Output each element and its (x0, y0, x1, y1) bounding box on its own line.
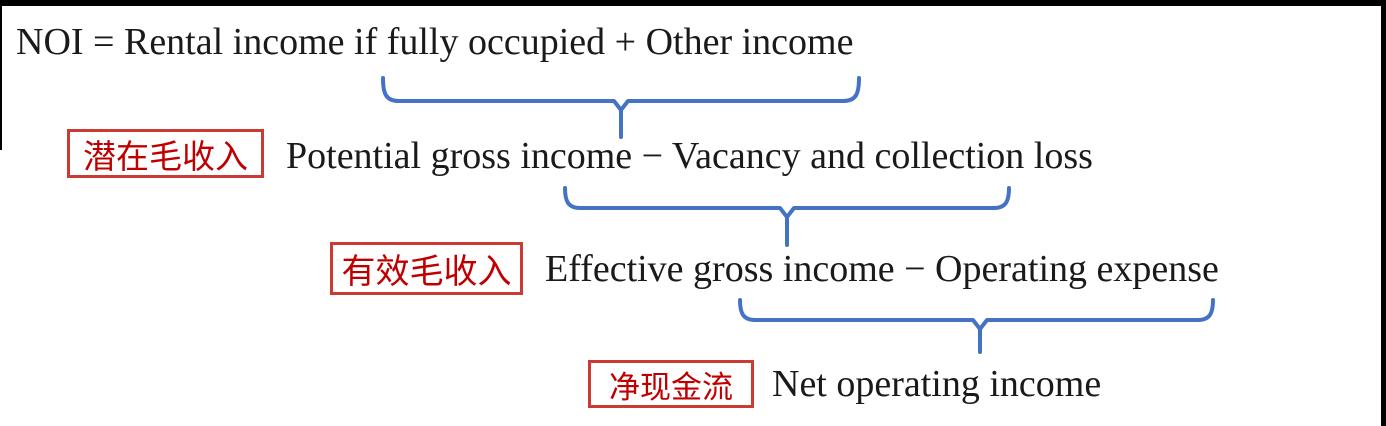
frame-border-right (1381, 0, 1386, 426)
annotation-box-net-cash-flow: 净现金流 (588, 360, 754, 408)
potential-gross-income-line: Potential gross income − Vacancy and col… (286, 135, 1093, 177)
effective-gross-income-line: Effective gross income − Operating expen… (545, 248, 1219, 290)
annotation-box-effective-gross-income: 有效毛收入 (330, 242, 523, 295)
frame-border-left (0, 0, 2, 150)
annotation-label-cn: 有效毛收入 (341, 253, 512, 291)
annotation-label-cn: 潜在毛收入 (83, 137, 248, 175)
annotation-label-cn: 净现金流 (609, 369, 733, 405)
frame-border-top (0, 0, 1386, 6)
net-operating-income-line: Net operating income (772, 363, 1102, 405)
underbrace-potential-gross-income (381, 76, 861, 139)
underbrace-effective-gross-income (563, 186, 1011, 247)
noi-equation-line: NOI = Rental income if fully occupied + … (16, 21, 854, 63)
underbrace-net-operating-income (738, 298, 1215, 354)
annotation-box-potential-gross-income: 潜在毛收入 (67, 129, 264, 178)
